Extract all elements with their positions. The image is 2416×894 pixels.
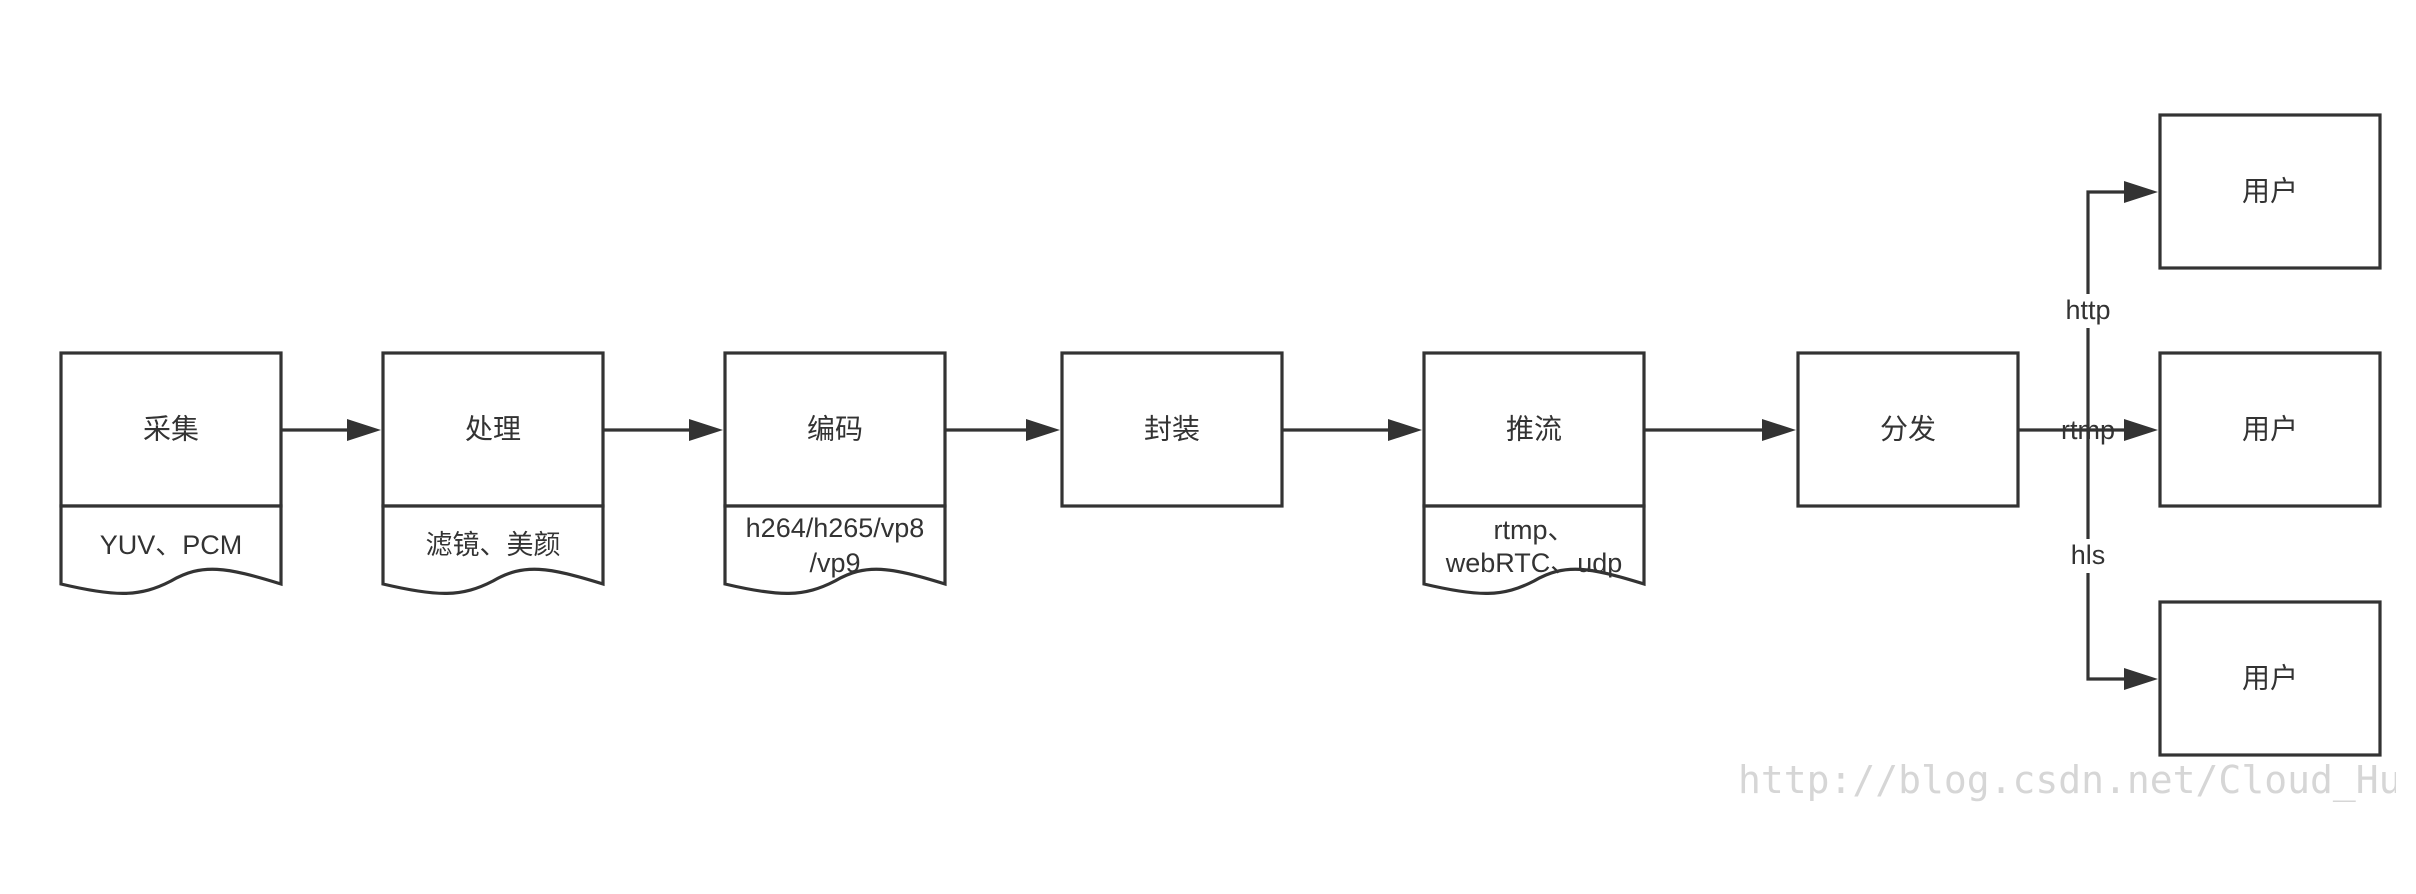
edge-distribute-to-user-3	[2086, 430, 2127, 681]
node-user-1	[2158, 113, 2382, 270]
node-push-label: 推流	[1506, 413, 1562, 444]
note-encode-line-2: /vp9	[809, 548, 860, 578]
edge-label-bg-hls	[2066, 539, 2110, 573]
node-process-label: 处理	[465, 413, 521, 444]
node-user-3-label: 用户	[2242, 662, 2298, 693]
edge-label-http: http	[2065, 295, 2110, 325]
note-process-line-1: 滤镜、美颜	[426, 530, 561, 560]
node-encode-label: 编码	[807, 413, 863, 444]
edge-label-bg-http	[2054, 294, 2122, 328]
note-capture-line-1: YUV、PCM	[100, 530, 243, 560]
watermark: http://blog.csdn.net/Cloud_Hua	[1738, 758, 2416, 803]
node-user-2-label: 用户	[2242, 413, 2298, 444]
node-package-label: 封装	[1144, 413, 1200, 444]
note-process	[381, 504, 605, 595]
node-distribute-label: 分发	[1880, 413, 1936, 444]
arrowhead-user-3	[2124, 668, 2158, 690]
edge-distribute-to-user-1	[2086, 190, 2127, 430]
note-push	[1422, 504, 1646, 595]
node-capture	[59, 351, 283, 508]
arrowhead-encode	[689, 419, 723, 441]
edge-label-hls: hls	[2071, 540, 2106, 570]
arrowhead-process	[347, 419, 381, 441]
arrowhead-user-2	[2124, 419, 2158, 441]
arrowhead-user-1	[2124, 181, 2158, 203]
node-push	[1422, 351, 1646, 508]
node-distribute	[1796, 351, 2020, 508]
node-user-3	[2158, 600, 2382, 757]
node-package	[1060, 351, 1284, 508]
note-push-line-2: webRTC、udp	[1445, 548, 1623, 578]
note-encode-line-1: h264/h265/vp8	[746, 513, 925, 543]
arrowhead-distribute	[1762, 419, 1796, 441]
node-capture-label: 采集	[143, 413, 199, 444]
note-push-line-1: rtmp、	[1494, 515, 1575, 545]
edge-label-rtmp: rtmp	[2061, 415, 2115, 445]
note-capture	[59, 504, 283, 595]
arrowhead-push	[1388, 419, 1422, 441]
note-encode	[723, 504, 947, 595]
node-user-1-label: 用户	[2242, 175, 2298, 206]
arrowhead-package	[1026, 419, 1060, 441]
node-user-2	[2158, 351, 2382, 508]
